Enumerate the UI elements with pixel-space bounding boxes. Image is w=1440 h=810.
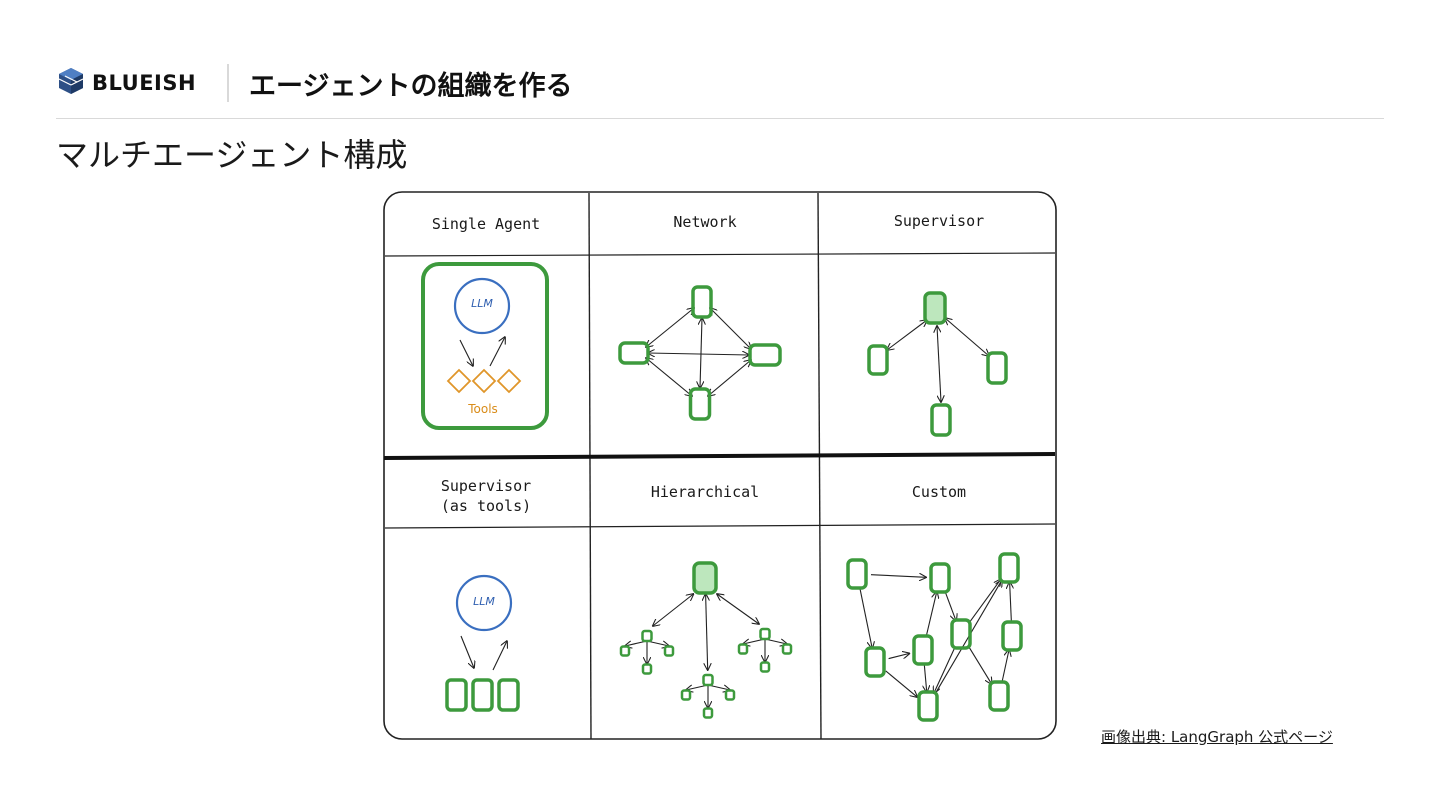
brand-logo[interactable]: BLUEISH xyxy=(56,66,196,100)
header: BLUEISH エージェントの組織を作る xyxy=(56,58,1384,119)
llm-circle xyxy=(455,574,513,632)
edge-arrow xyxy=(700,318,702,388)
grid-divider-thick xyxy=(383,452,1056,460)
agent-node xyxy=(688,387,712,421)
llm-circle xyxy=(453,277,511,335)
agent-node xyxy=(748,343,782,367)
team-member-node xyxy=(737,643,749,655)
team-member-node xyxy=(663,645,675,657)
header-title: エージェントの組織を作る xyxy=(249,71,573,102)
header-divider xyxy=(227,64,229,102)
arrow xyxy=(489,337,505,367)
edge-arrow xyxy=(859,587,872,649)
edge-arrow xyxy=(937,326,941,402)
team-lead-node xyxy=(641,629,653,643)
diagram-frame xyxy=(383,191,1057,740)
edge-arrow xyxy=(967,645,991,684)
grid-line xyxy=(384,523,1056,529)
agent-box xyxy=(421,262,549,430)
team-lead-node xyxy=(759,627,771,641)
edge-arrow xyxy=(648,353,749,355)
llm-label-2: LLM xyxy=(473,595,495,608)
grid-line xyxy=(588,192,592,740)
llm-label: LLM xyxy=(471,297,493,310)
grid-line xyxy=(817,192,822,740)
hierarchical-graph xyxy=(619,561,793,719)
page-title: マルチエージェント構成 xyxy=(56,136,408,174)
edge-arrow xyxy=(925,592,937,637)
edge-arrow xyxy=(944,590,956,621)
agent-node xyxy=(867,344,889,376)
team-member-node xyxy=(759,661,771,673)
team-lead-node xyxy=(702,673,714,687)
agent-node xyxy=(618,341,650,365)
supervisor-graph xyxy=(867,291,1008,437)
edge-arrow xyxy=(1010,582,1012,623)
tool-agents xyxy=(445,678,520,712)
edge-arrow xyxy=(646,308,694,347)
tools-diamonds xyxy=(446,368,522,394)
label-supervisor: Supervisor xyxy=(893,212,985,230)
agent-node xyxy=(691,285,713,319)
grid-line xyxy=(384,252,1056,257)
edge-arrow xyxy=(1001,650,1009,683)
edge-arrow xyxy=(885,670,917,697)
edge-arrow xyxy=(924,663,927,692)
label-single-agent: Single Agent xyxy=(431,215,541,233)
custom-graph xyxy=(846,552,1023,722)
label-custom: Custom xyxy=(911,483,967,501)
agent-node xyxy=(1001,620,1023,652)
agent-node xyxy=(929,562,951,594)
agent-node xyxy=(986,351,1008,385)
agent-node xyxy=(846,558,868,590)
edge-arrow xyxy=(646,358,692,396)
agent-node xyxy=(917,690,939,722)
team-member-node xyxy=(641,663,653,675)
hierarchical-supervisor-node xyxy=(692,561,718,595)
multi-agent-diagram: Single Agent Network Supervisor Supervis… xyxy=(383,190,1059,742)
edge-arrow xyxy=(934,646,956,694)
supervisor-node xyxy=(923,291,947,325)
team-member-node xyxy=(680,689,692,701)
arrow xyxy=(459,339,473,366)
edge-arrow xyxy=(870,575,926,578)
label-network: Network xyxy=(673,213,737,231)
edge-arrow xyxy=(708,360,751,396)
team-member-node xyxy=(781,643,793,655)
team-member-node xyxy=(619,645,631,657)
blueish-logo-icon xyxy=(56,66,86,100)
tools-label: Tools xyxy=(468,402,498,416)
edge-arrow xyxy=(653,594,694,626)
team-member-node xyxy=(724,689,736,701)
label-supervisor-as-tools: Supervisor (as tools) xyxy=(440,477,532,515)
edge-arrow xyxy=(887,320,927,350)
edge-arrow xyxy=(710,308,751,349)
team-member-node xyxy=(702,707,714,719)
arrow xyxy=(492,641,507,671)
diagram-canvas xyxy=(383,191,1057,740)
agent-node xyxy=(998,552,1020,584)
image-credit-link[interactable]: 画像出典: LangGraph 公式ページ xyxy=(1101,728,1333,746)
brand-name: BLUEISH xyxy=(92,71,197,95)
agent-node xyxy=(930,403,952,437)
edge-arrow xyxy=(968,579,1001,624)
edge-arrow xyxy=(945,318,989,356)
label-hierarchical: Hierarchical xyxy=(650,483,760,501)
network-graph xyxy=(618,285,782,421)
edge-arrow xyxy=(717,594,759,624)
agent-node xyxy=(950,618,972,650)
edge-arrow xyxy=(706,594,708,670)
agent-node xyxy=(988,680,1010,712)
edge-arrow xyxy=(888,653,910,660)
agent-node xyxy=(912,634,934,666)
agent-node xyxy=(864,646,886,678)
arrow xyxy=(460,635,474,668)
